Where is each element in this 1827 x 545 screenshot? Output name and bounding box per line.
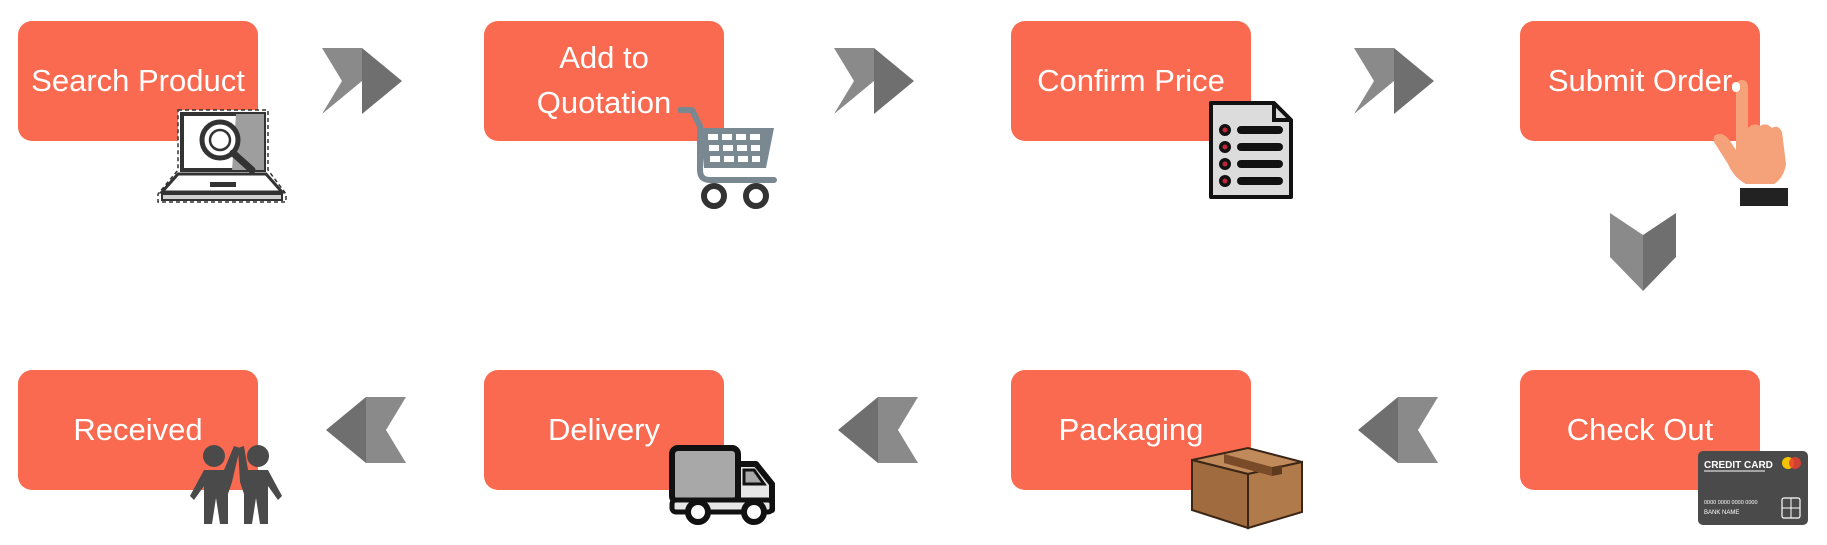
arrow-right-icon: [834, 48, 914, 114]
svg-text:CREDIT CARD: CREDIT CARD: [1704, 460, 1773, 471]
arrow-right-icon: [322, 48, 402, 114]
arrow-right-icon: [1354, 48, 1434, 114]
arrow-down-icon: [1610, 213, 1676, 291]
step-add-to-quotation: Add to Quotation: [484, 21, 724, 141]
arrow-left-icon: [1358, 397, 1438, 463]
people-celebrating-icon: [190, 445, 282, 524]
step-check-out: Check Out: [1520, 370, 1760, 490]
step-search-product: Search Product: [18, 21, 258, 141]
laptop-search-icon: [157, 109, 287, 203]
step-submit-order: Submit Order: [1520, 21, 1760, 141]
shopping-cart-icon: [678, 107, 777, 209]
cardboard-box-icon: [1191, 446, 1303, 530]
credit-card-icon: CREDIT CARD 0000 0000 0000 0000 BANK NAM…: [1698, 451, 1808, 525]
pointing-hand-icon: [1713, 80, 1788, 206]
arrow-left-icon: [326, 397, 406, 463]
svg-text:0000 0000 0000 0000: 0000 0000 0000 0000: [1704, 500, 1758, 506]
arrow-left-icon: [838, 397, 918, 463]
document-list-icon: [1209, 101, 1293, 199]
svg-text:BANK NAME: BANK NAME: [1704, 510, 1739, 516]
step-packaging: Packaging: [1011, 370, 1251, 490]
delivery-truck-icon: [669, 445, 775, 525]
